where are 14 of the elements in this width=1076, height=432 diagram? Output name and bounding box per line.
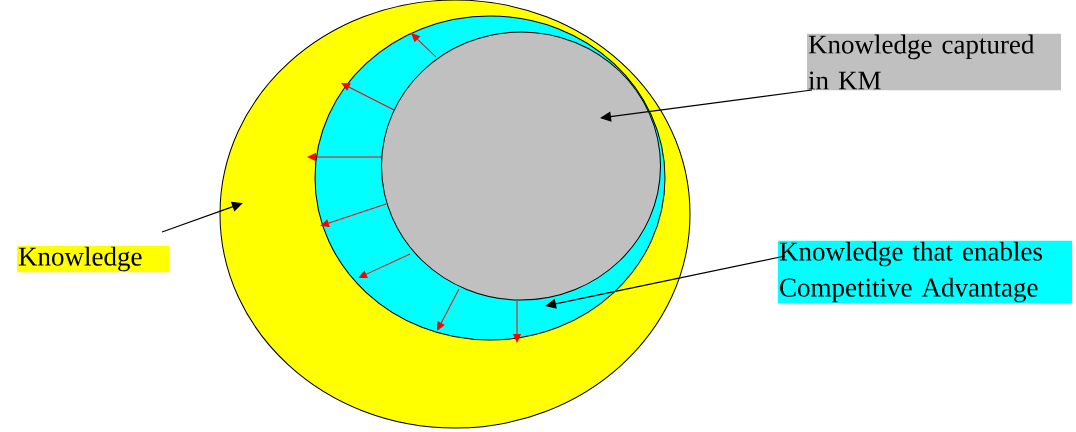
callout-text: Knowledge that enables Competitive Advantage: [778, 240, 1072, 304]
leader-arrow: [545, 255, 786, 309]
direction-arrow: [307, 153, 383, 161]
circle: [381, 31, 661, 301]
callout-text: Knowledge captured in KM: [807, 33, 1061, 91]
direction-arrow: [358, 253, 411, 278]
direction-arrow: [320, 203, 387, 227]
direction-arrow: [341, 83, 395, 111]
leader-arrow: [161, 201, 243, 233]
direction-arrow: [513, 300, 521, 343]
direction-arrow: [411, 33, 437, 58]
leader-arrow: [600, 89, 813, 122]
callout-text: Knowledge: [17, 245, 169, 273]
direction-arrow: [437, 288, 460, 331]
